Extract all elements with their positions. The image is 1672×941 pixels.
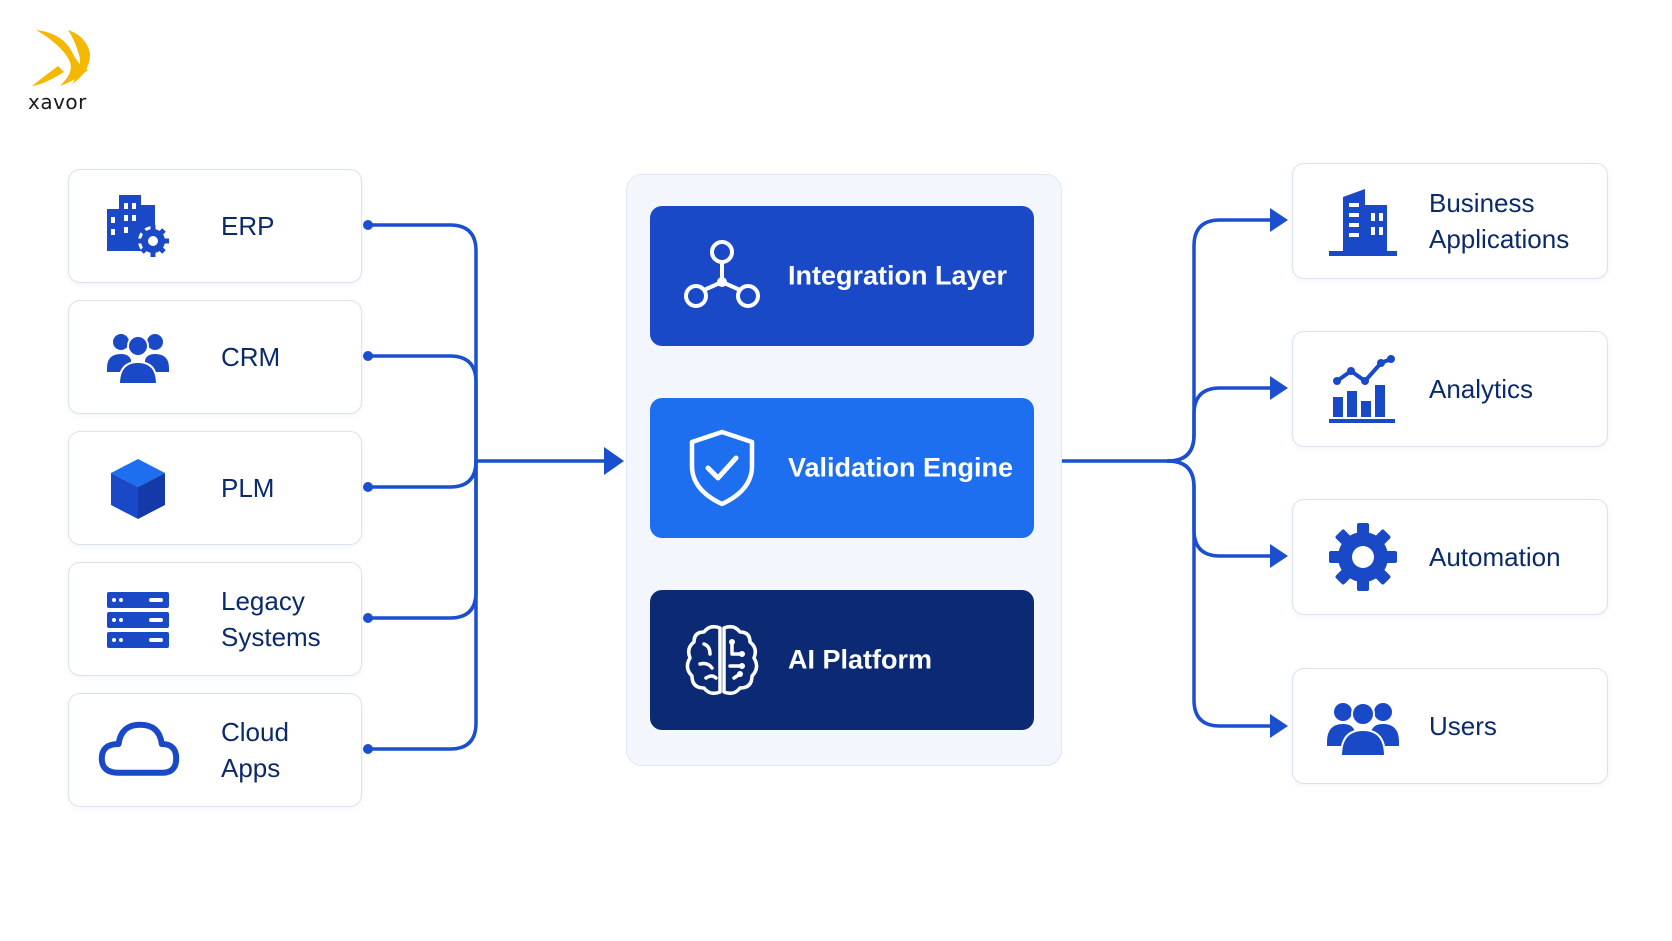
network-nodes-icon (684, 240, 760, 308)
cube-icon (111, 459, 165, 519)
integration-layer-label: Integration Layer (788, 260, 1008, 291)
ai-platform-block[interactable]: AI Platform (650, 590, 1034, 730)
validation-engine-label: Validation Engine (788, 452, 1014, 483)
source-label-legacy-systems: Legacy Systems (221, 586, 321, 652)
source-card-crm[interactable]: CRM (68, 300, 362, 414)
gear-icon (1329, 523, 1397, 591)
users-group-icon (107, 334, 169, 385)
source-card-cloud-apps[interactable]: Cloud Apps (68, 693, 362, 807)
source-card-plm[interactable]: PLM (68, 431, 362, 545)
destination-card-users[interactable]: Users (1292, 668, 1608, 784)
source-label-cloud-apps: Cloud Apps (221, 717, 289, 783)
ai-platform-label: AI Platform (788, 644, 933, 675)
xavor-logo: xavor (28, 26, 98, 116)
xavor-logo-mark-icon (32, 30, 90, 86)
destination-label-automation: Automation (1429, 542, 1561, 572)
cloud-icon (98, 721, 180, 776)
destination-label-business-applications: Business Applications (1429, 188, 1570, 254)
brand-name: xavor (28, 90, 87, 114)
bar-chart-trend-icon (1329, 355, 1395, 423)
destination-label-analytics: Analytics (1429, 374, 1534, 404)
brain-circuit-icon (685, 624, 759, 696)
source-label-erp: ERP (221, 211, 275, 241)
building-gear-icon (107, 195, 169, 257)
validation-engine-block[interactable]: Validation Engine (650, 398, 1034, 538)
integration-layer-block[interactable]: Integration Layer (650, 206, 1034, 346)
source-label-crm: CRM (221, 342, 281, 372)
source-card-erp[interactable]: ERP (68, 169, 362, 283)
shield-check-icon (689, 429, 755, 507)
destination-card-analytics[interactable]: Analytics (1292, 331, 1608, 447)
destination-label-users: Users (1429, 711, 1497, 741)
users-group-icon (1327, 702, 1399, 757)
destination-card-automation[interactable]: Automation (1292, 499, 1608, 615)
destination-card-business-applications[interactable]: Business Applications (1292, 163, 1608, 279)
source-label-plm: PLM (221, 473, 275, 503)
server-rack-icon (107, 592, 169, 648)
office-building-icon (1329, 189, 1397, 256)
source-card-legacy-systems[interactable]: Legacy Systems (68, 562, 362, 676)
